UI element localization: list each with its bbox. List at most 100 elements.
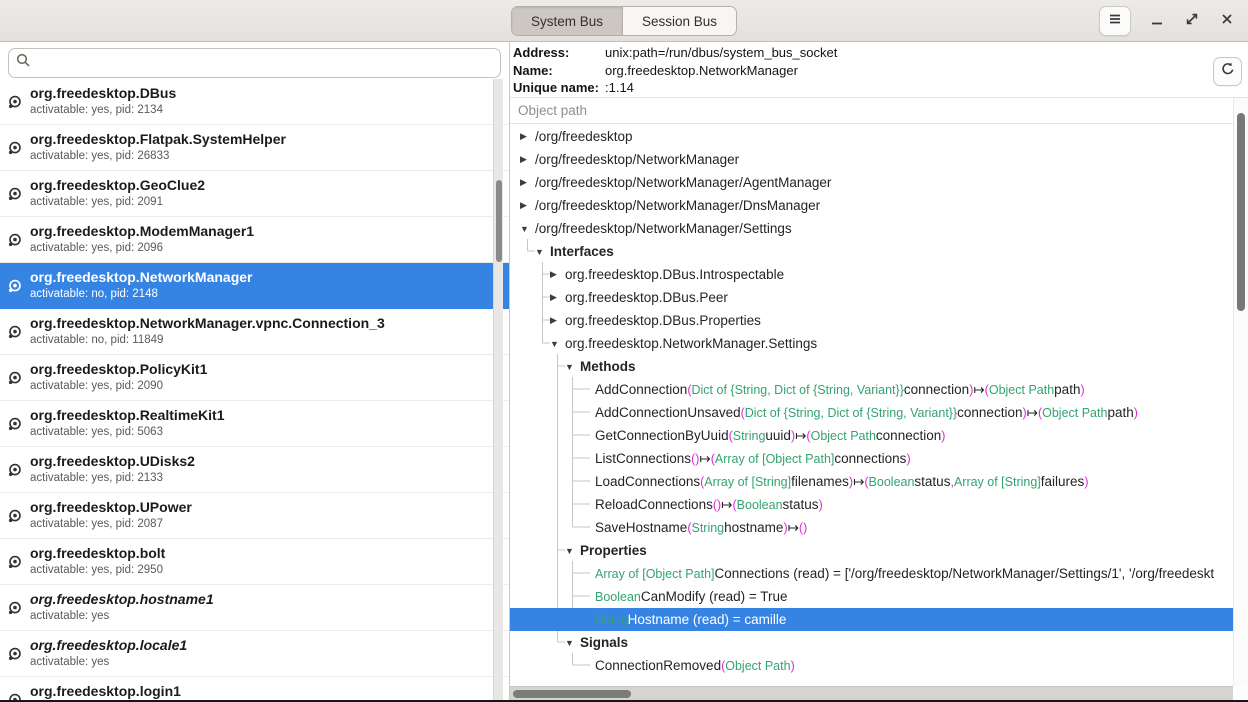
bus-name: org.freedesktop.RealtimeKit1: [30, 407, 225, 423]
member-text: uuid: [765, 428, 791, 443]
maximize-icon: [1184, 11, 1200, 32]
tree-vertical-scrollbar[interactable]: [1233, 98, 1248, 686]
expander-collapsed-icon[interactable]: ▶: [550, 269, 557, 279]
tree-row[interactable]: ▼Signals: [510, 631, 1233, 654]
member-text: connection: [957, 405, 1023, 420]
tree-row[interactable]: ▶/org/freedesktop: [510, 125, 1233, 148]
bus-list-item[interactable]: org.freedesktop.DBus activatable: yes, pi…: [0, 79, 509, 125]
bus-list-scrollbar[interactable]: [493, 79, 503, 700]
tree-row[interactable]: LoadConnections (Array of [String] filen…: [510, 470, 1233, 493]
scrollbar-thumb[interactable]: [496, 180, 502, 262]
bus-list-item[interactable]: org.freedesktop.bolt activatable: yes, pi…: [0, 539, 509, 585]
connection-info: Address: unix:path=/run/dbus/system_bus_…: [510, 42, 1248, 97]
tree-row[interactable]: ReloadConnections () ↦ (Boolean status): [510, 493, 1233, 516]
expander-collapsed-icon[interactable]: ▶: [520, 154, 527, 164]
signature-punctuation: ): [790, 658, 795, 673]
expander-expanded-icon[interactable]: ▼: [565, 637, 574, 648]
menu-button[interactable]: [1099, 6, 1131, 36]
tree-row[interactable]: ListConnections () ↦ (Array of [Object P…: [510, 447, 1233, 470]
bus-name: org.freedesktop.bolt: [30, 545, 166, 561]
close-button[interactable]: [1218, 12, 1236, 30]
member-text: ↦: [973, 381, 985, 397]
tab-session-bus[interactable]: Session Bus: [621, 7, 737, 35]
titlebar: System Bus Session Bus: [0, 0, 1248, 42]
member-text: ↦: [853, 473, 865, 489]
bus-list-item[interactable]: org.freedesktop.login1: [0, 677, 509, 700]
search-icon: [16, 53, 31, 73]
tab-system-bus[interactable]: System Bus: [511, 7, 622, 35]
expander-expanded-icon[interactable]: ▼: [565, 545, 574, 556]
expander-collapsed-icon[interactable]: ▶: [520, 177, 527, 187]
tree-row[interactable]: ▶/org/freedesktop/NetworkManager/AgentMa…: [510, 171, 1233, 194]
bus-name: org.freedesktop.DBus: [30, 85, 177, 101]
tree-row[interactable]: ▶/org/freedesktop/NetworkManager: [510, 148, 1233, 171]
unique-name-label: Unique name:: [513, 80, 599, 95]
tree-row[interactable]: ▶org.freedesktop.DBus.Properties: [510, 309, 1233, 332]
scrollbar-thumb[interactable]: [513, 689, 631, 698]
expander-collapsed-icon[interactable]: ▶: [520, 131, 527, 141]
expander-expanded-icon[interactable]: ▼: [520, 223, 529, 234]
minimize-button[interactable]: [1148, 12, 1166, 30]
tree-row[interactable]: ConnectionRemoved (Object Path): [510, 654, 1233, 677]
service-icon: [7, 692, 23, 700]
tree-row[interactable]: GetConnectionByUuid (String uuid) ↦ (Obj…: [510, 424, 1233, 447]
expander-collapsed-icon[interactable]: ▶: [550, 292, 557, 302]
type-annotation: String: [595, 612, 628, 627]
signature-punctuation: ): [969, 382, 974, 397]
type-annotation: Array of [Object Path]: [714, 451, 835, 466]
tree-row[interactable]: ▼/org/freedesktop/NetworkManager/Setting…: [510, 217, 1233, 240]
scrollbar-thumb[interactable]: [1237, 113, 1245, 311]
object-path-column-header[interactable]: Object path: [510, 97, 1248, 124]
member-text: connection: [875, 428, 942, 443]
tree-row[interactable]: ▼org.freedesktop.NetworkManager.Settings: [510, 332, 1233, 355]
bus-list-item[interactable]: org.freedesktop.NetworkManager.vpnc.Conn…: [0, 309, 509, 355]
search-input[interactable]: [37, 55, 493, 71]
interface-label: org.freedesktop.DBus.Introspectable: [565, 267, 785, 282]
expander-expanded-icon[interactable]: ▼: [535, 246, 544, 257]
tree-row[interactable]: SaveHostname (String hostname) ↦ (): [510, 516, 1233, 539]
service-icon: [7, 186, 23, 207]
member-text: ConnectionRemoved: [595, 658, 722, 673]
tree-row[interactable]: ▼Methods: [510, 355, 1233, 378]
section-label: Properties: [580, 543, 647, 558]
bus-activatable-info: activatable: yes, pid: 2950: [30, 564, 163, 576]
bus-activatable-info: activatable: yes, pid: 2134: [30, 104, 163, 116]
bus-name: org.freedesktop.hostname1: [30, 591, 214, 607]
tree-horizontal-scrollbar[interactable]: [510, 686, 1233, 700]
tree-row[interactable]: ▼ Properties: [510, 539, 1233, 562]
maximize-button[interactable]: [1183, 12, 1201, 30]
signature-punctuation: ): [783, 520, 788, 535]
signature-punctuation: (: [721, 658, 726, 673]
tree-row[interactable]: ▼Interfaces: [510, 240, 1233, 263]
expander-collapsed-icon[interactable]: ▶: [520, 200, 527, 210]
type-annotation: Object Path: [725, 658, 791, 673]
tree-row[interactable]: ▶/org/freedesktop/NetworkManager/DnsMana…: [510, 194, 1233, 217]
member-text: Connections (read) = ['/org/freedesktop/…: [714, 566, 1215, 581]
tree-row[interactable]: Array of [Object Path] Connections (read…: [510, 562, 1233, 585]
tree-row[interactable]: AddConnection (Dict of {String, Dict of …: [510, 378, 1233, 401]
member-text: status: [914, 474, 951, 489]
tree-row[interactable]: ▶ org.freedesktop.DBus.Introspectable: [510, 263, 1233, 286]
tree-row[interactable]: String Hostname (read) = camille: [510, 608, 1233, 631]
service-icon: [7, 646, 23, 667]
tree-row[interactable]: ▶org.freedesktop.DBus.Peer: [510, 286, 1233, 309]
expander-collapsed-icon[interactable]: ▶: [550, 315, 557, 325]
bus-activatable-info: activatable: yes, pid: 26833: [30, 150, 170, 162]
bus-list-item[interactable]: org.freedesktop.ModemManager1 activatable…: [0, 217, 509, 263]
expander-expanded-icon[interactable]: ▼: [565, 361, 574, 372]
expander-expanded-icon[interactable]: ▼: [550, 338, 559, 349]
tree-row[interactable]: AddConnectionUnsaved (Dict of {String, D…: [510, 401, 1233, 424]
bus-name: org.freedesktop.ModemManager1: [30, 223, 255, 239]
tree-row[interactable]: Boolean CanModify (read) = True: [510, 585, 1233, 608]
bus-activatable-info: activatable: yes, pid: 2096: [30, 242, 163, 254]
refresh-button[interactable]: [1213, 57, 1242, 86]
